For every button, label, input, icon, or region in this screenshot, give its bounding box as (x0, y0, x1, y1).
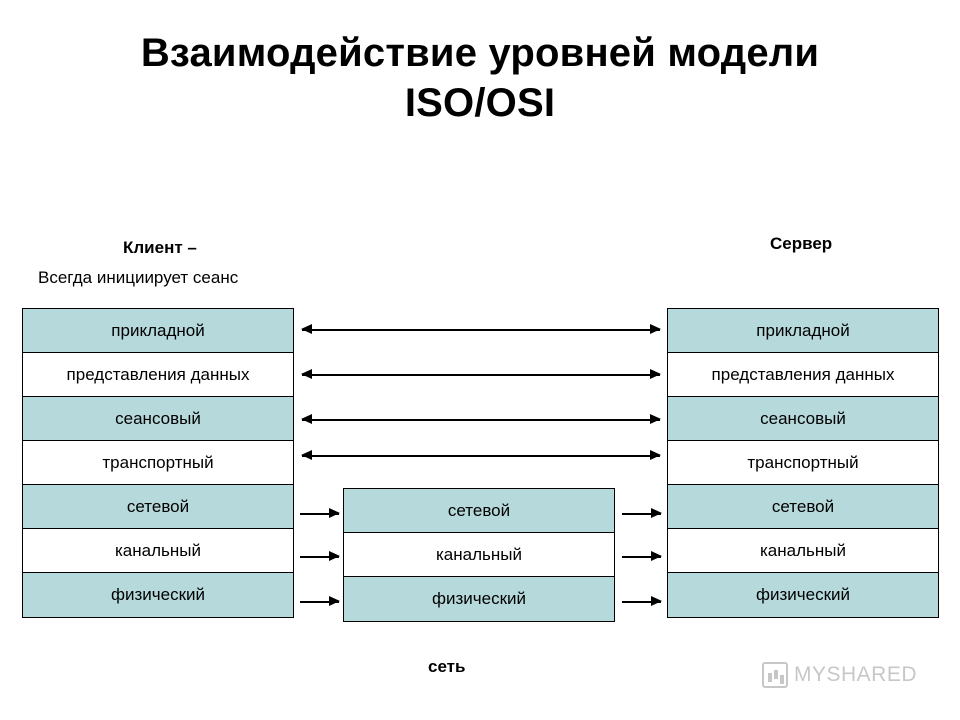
arrow-head-right (329, 508, 340, 518)
page-title-line2: ISO/OSI (404, 81, 556, 125)
arrow-client-datalink-layer (300, 551, 340, 562)
arrow-shaft (300, 601, 339, 603)
arrow-head-right (650, 450, 661, 460)
network-stack: сетевой канальный физический (343, 488, 615, 622)
arrow-head-left (301, 369, 312, 379)
client-layer-presentation: представления данных (23, 353, 293, 397)
arrow-head-right (651, 508, 662, 518)
arrow-shaft (302, 419, 660, 421)
arrow-head-right (650, 324, 661, 334)
arrow-shaft (300, 513, 339, 515)
arrow-presentation-layer (301, 369, 661, 380)
client-layer-transport: транспортный (23, 441, 293, 485)
arrow-shaft (622, 513, 661, 515)
arrow-application-layer (301, 324, 661, 335)
watermark: MYSHARED (762, 662, 917, 688)
arrow-shaft (622, 556, 661, 558)
arrow-head-right (650, 414, 661, 424)
arrow-head-left (301, 324, 312, 334)
server-layer-transport: транспортный (668, 441, 938, 485)
arrow-network-server-datalink-layer (622, 551, 662, 562)
network-layer-datalink: канальный (344, 533, 614, 577)
client-subcaption: Всегда инициирует сеанс (38, 268, 239, 287)
client-layer-datalink: канальный (23, 529, 293, 573)
arrow-shaft (300, 556, 339, 558)
server-layer-network: сетевой (668, 485, 938, 529)
arrow-head-left (301, 414, 312, 424)
arrow-head-right (650, 369, 661, 379)
server-layer-physical: физический (668, 573, 938, 617)
arrow-session-layer (301, 414, 661, 425)
arrow-shaft (302, 374, 660, 376)
arrow-shaft (622, 601, 661, 603)
network-layer-network: сетевой (344, 489, 614, 533)
arrow-client-network-layer (300, 508, 340, 519)
arrow-transport-layer (301, 450, 661, 461)
arrow-head-right (329, 551, 340, 561)
arrow-shaft (302, 329, 660, 331)
server-layer-datalink: канальный (668, 529, 938, 573)
arrow-shaft (302, 455, 660, 457)
myshared-logo-icon (762, 662, 788, 688)
arrow-head-right (651, 596, 662, 606)
page-title: Взаимодействие уровней модели ISO/OSI (0, 28, 960, 128)
arrow-network-server-physical-layer (622, 596, 662, 607)
server-caption: Сервер (770, 234, 833, 253)
server-layer-application: прикладной (668, 309, 938, 353)
arrow-head-right (651, 551, 662, 561)
server-layer-presentation: представления данных (668, 353, 938, 397)
arrow-client-physical-layer (300, 596, 340, 607)
client-layer-application: прикладной (23, 309, 293, 353)
arrow-network-server-network-layer (622, 508, 662, 519)
client-layer-session: сеансовый (23, 397, 293, 441)
network-layer-physical: физический (344, 577, 614, 621)
arrow-head-right (329, 596, 340, 606)
server-stack: прикладной представления данных сеансовы… (667, 308, 939, 618)
client-layer-physical: физический (23, 573, 293, 617)
arrow-head-left (301, 450, 312, 460)
watermark-label: MYSHARED (794, 663, 918, 686)
page-title-line1: Взаимодействие уровней модели (140, 31, 820, 75)
client-layer-network: сетевой (23, 485, 293, 529)
server-layer-session: сеансовый (668, 397, 938, 441)
network-caption: сеть (428, 657, 466, 676)
client-stack: прикладной представления данных сеансовы… (22, 308, 294, 618)
client-caption: Клиент – (123, 238, 197, 257)
